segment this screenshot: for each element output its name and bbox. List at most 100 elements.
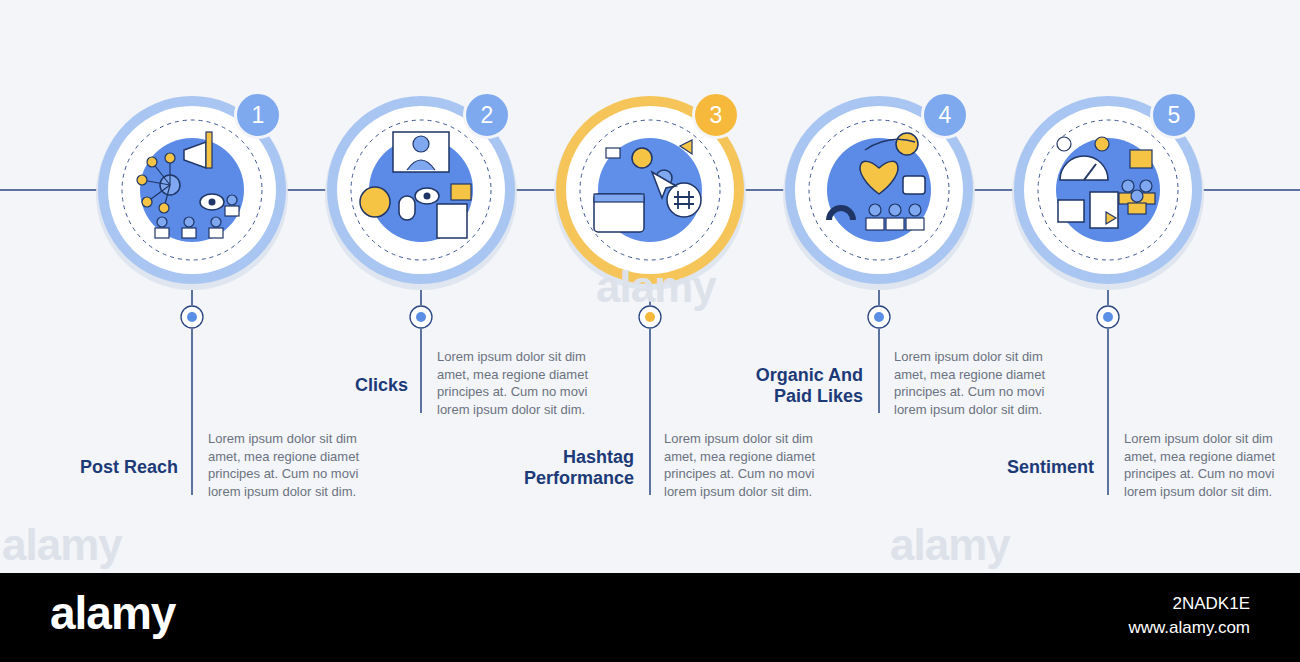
icon-part <box>652 172 676 198</box>
dashed-ring <box>809 120 949 260</box>
icon-part <box>1084 164 1096 180</box>
stem-line <box>420 288 422 305</box>
stem-dot <box>1103 312 1113 322</box>
icon-part <box>200 194 224 210</box>
stem-dot <box>416 312 426 322</box>
step-icon <box>594 140 701 232</box>
icon-part <box>680 140 692 154</box>
icon-part <box>137 175 147 185</box>
footer-url: www.alamy.com <box>1050 618 1250 638</box>
step-badge: 4 <box>921 91 969 139</box>
callout-number: 3 <box>710 104 723 127</box>
callout-number: 2 <box>481 104 494 127</box>
step-title: Sentiment <box>954 457 1094 478</box>
step-title: Hashtag Performance <box>509 447 634 489</box>
icon-part <box>399 196 415 220</box>
icon-part <box>393 132 449 172</box>
outer-ring <box>1014 96 1202 284</box>
step-badge: 1 <box>234 91 282 139</box>
icon-part <box>896 133 918 155</box>
icon-part <box>413 136 429 152</box>
icon-part <box>155 228 169 238</box>
icon-part <box>909 204 921 216</box>
stem-line <box>420 329 422 413</box>
stem-line <box>1107 329 1109 495</box>
icon-part <box>1140 180 1152 192</box>
stem-dot <box>874 312 884 322</box>
icon-part <box>209 199 216 206</box>
icon-part <box>1057 137 1071 151</box>
icon-part <box>1130 150 1152 168</box>
icon-part <box>407 160 435 170</box>
watermark: alamy <box>890 520 1010 570</box>
stem-line <box>1107 288 1109 305</box>
dashed-ring <box>351 120 491 260</box>
icon-part <box>674 191 694 209</box>
icon-part <box>227 195 237 205</box>
watermark: alamy <box>596 262 716 312</box>
outer-ring <box>785 96 973 284</box>
dashed-ring <box>580 120 720 260</box>
step-badge: 2 <box>463 91 511 139</box>
callout-number: 4 <box>939 104 952 127</box>
icon-part <box>1122 180 1134 192</box>
icon-ground <box>140 138 244 242</box>
outer-ring <box>556 96 744 284</box>
stem-dot <box>410 306 432 328</box>
icon-part <box>865 139 915 150</box>
icon-part <box>906 218 924 230</box>
icon-part <box>159 203 169 213</box>
icon-part <box>1090 192 1118 228</box>
stem-dot <box>187 312 197 322</box>
icon-part <box>632 148 652 168</box>
outer-ring <box>98 96 286 284</box>
icon-ground <box>827 138 931 242</box>
step-badge: 3 <box>692 91 740 139</box>
icon-part <box>869 204 881 216</box>
stem-line <box>649 329 651 495</box>
icon-part <box>209 228 223 238</box>
icon-part <box>1106 212 1116 224</box>
icon-part <box>360 187 390 217</box>
icon-part <box>165 153 175 163</box>
icon-part <box>903 176 925 194</box>
icon-part <box>1095 137 1109 151</box>
icon-part <box>1131 190 1143 202</box>
dashed-ring <box>122 120 262 260</box>
icon-part <box>206 132 212 168</box>
icon-part <box>437 204 467 238</box>
stem-line <box>878 329 880 413</box>
icon-part <box>157 217 167 227</box>
icon-part <box>225 206 239 216</box>
icon-part <box>147 157 157 167</box>
step-title: Organic And Paid Likes <box>738 365 863 407</box>
footer-code: 2NADK1E <box>1050 594 1250 614</box>
icon-part <box>829 208 853 220</box>
footer-bar <box>0 573 1300 662</box>
icon-part <box>424 193 431 200</box>
icon-part <box>667 183 701 217</box>
step-text: Lorem ipsum dolor sit dim amet, mea regi… <box>437 348 605 418</box>
icon-part <box>1060 156 1108 180</box>
icon-part <box>451 184 471 200</box>
dashed-ring <box>1038 120 1178 260</box>
stem-dot <box>645 312 655 322</box>
step-text: Lorem ipsum dolor sit dim amet, mea regi… <box>208 430 376 500</box>
icon-part <box>594 194 644 202</box>
stem-dot <box>181 306 203 328</box>
stem-dot <box>868 306 890 328</box>
step-icon <box>360 132 471 238</box>
icon-part <box>211 217 221 227</box>
icon-part <box>594 194 644 232</box>
step-icon <box>137 132 239 238</box>
icon-part <box>415 188 439 204</box>
step-text: Lorem ipsum dolor sit dim amet, mea regi… <box>894 348 1062 418</box>
icon-part <box>886 218 904 230</box>
stem-line <box>191 288 193 305</box>
step-title: Post Reach <box>38 457 178 478</box>
step-title: Clicks <box>268 375 408 396</box>
icon-part <box>142 197 152 207</box>
step-icon <box>829 133 925 230</box>
icon-part <box>184 142 206 168</box>
